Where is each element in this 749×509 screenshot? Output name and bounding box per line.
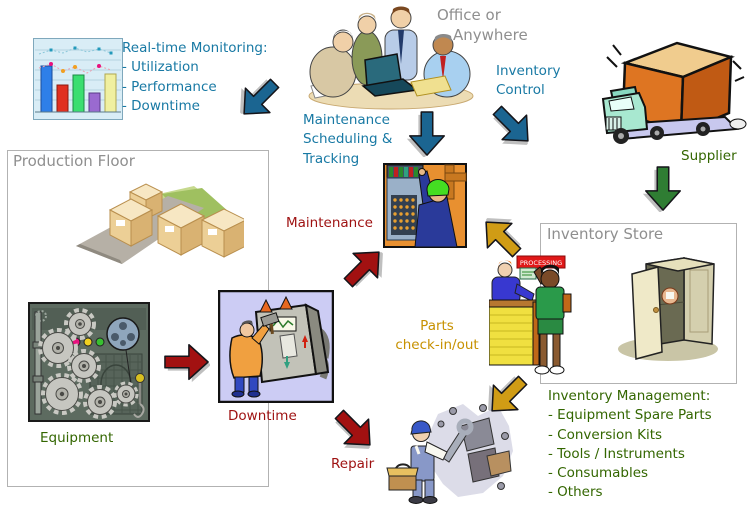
invmgmt-item-consumables: - Consumables xyxy=(548,465,649,482)
parts-line2: check-in/out xyxy=(395,337,479,354)
repair-worker-image xyxy=(386,404,513,504)
gears-equipment-image xyxy=(28,302,150,422)
inventory-control-label: Inventory Control xyxy=(496,62,560,101)
maintenance-scheduling-line2: Scheduling & xyxy=(303,131,393,148)
maintenance-scheduling-line3: Tracking xyxy=(303,150,360,167)
office-team-image xyxy=(308,6,474,110)
equipment-label: Equipment xyxy=(40,430,114,446)
processing-sign-text: PROCESSING xyxy=(520,259,562,267)
parts-checkinout-label: Parts check-in/out xyxy=(383,317,491,356)
arrow-parts-to-repair-icon xyxy=(488,375,528,412)
invmgmt-item-tools: - Tools / Instruments xyxy=(548,445,685,462)
storage-cabinet-image xyxy=(618,257,718,361)
repair-label: Repair xyxy=(331,456,375,472)
inventory-management-title: Inventory Management: xyxy=(548,388,711,404)
supplier-truck-image xyxy=(601,41,747,144)
arrow-supplier-down-icon xyxy=(642,166,682,212)
maintenance-scheduling-line1: Maintenance xyxy=(303,112,390,128)
crates-image xyxy=(76,183,244,264)
parts-counter-image: PROCESSING xyxy=(489,255,572,375)
invmgmt-item-spare-parts: - Equipment Spare Parts xyxy=(548,407,712,424)
arrow-equipment-to-downtime-icon xyxy=(164,343,210,383)
parts-line1: Parts xyxy=(420,318,454,334)
maintenance-scheduling-label: Maintenance Scheduling & Tracking xyxy=(303,111,392,169)
invmgmt-item-others: - Others xyxy=(548,484,603,501)
arrow-downtime-to-maintenance-icon xyxy=(343,251,383,288)
realtime-monitoring-title: Real-time Monitoring: xyxy=(122,40,268,56)
arrow-scheduling-down-icon xyxy=(406,111,446,157)
arrow-parts-to-maintenance-icon xyxy=(485,218,522,258)
downtime-label: Downtime xyxy=(228,408,297,424)
arrow-downtime-to-repair-icon xyxy=(334,409,371,449)
supplier-label: Supplier xyxy=(681,148,737,164)
monitoring-item-utilization: - Utilization xyxy=(122,59,199,76)
office-label-line1: Office or xyxy=(437,6,501,24)
office-label-line2: Anywhere xyxy=(453,26,528,44)
maintenance-label: Maintenance xyxy=(286,215,373,231)
inventory-management-block: Inventory Management: - Equipment Spare … xyxy=(548,387,712,503)
maintenance-worker-image xyxy=(383,163,467,248)
monitoring-item-performance: - Performance xyxy=(122,78,217,95)
monitoring-item-downtime: - Downtime xyxy=(122,98,200,115)
inventory-control-line2: Control xyxy=(496,82,545,99)
inventory-store-title: Inventory Store xyxy=(547,225,664,243)
arrow-monitoring-down-left-icon xyxy=(240,78,280,115)
inventory-control-line1: Inventory xyxy=(496,63,561,79)
arrow-inventory-control-down-right-icon xyxy=(492,105,529,145)
production-floor-title: Production Floor xyxy=(13,152,135,170)
realtime-monitoring-block: Real-time Monitoring: - Utilization - Pe… xyxy=(122,39,268,117)
invmgmt-item-conversion-kits: - Conversion Kits xyxy=(548,426,663,443)
monitoring-chart-image xyxy=(33,38,123,120)
downtime-machine-image xyxy=(218,290,334,403)
